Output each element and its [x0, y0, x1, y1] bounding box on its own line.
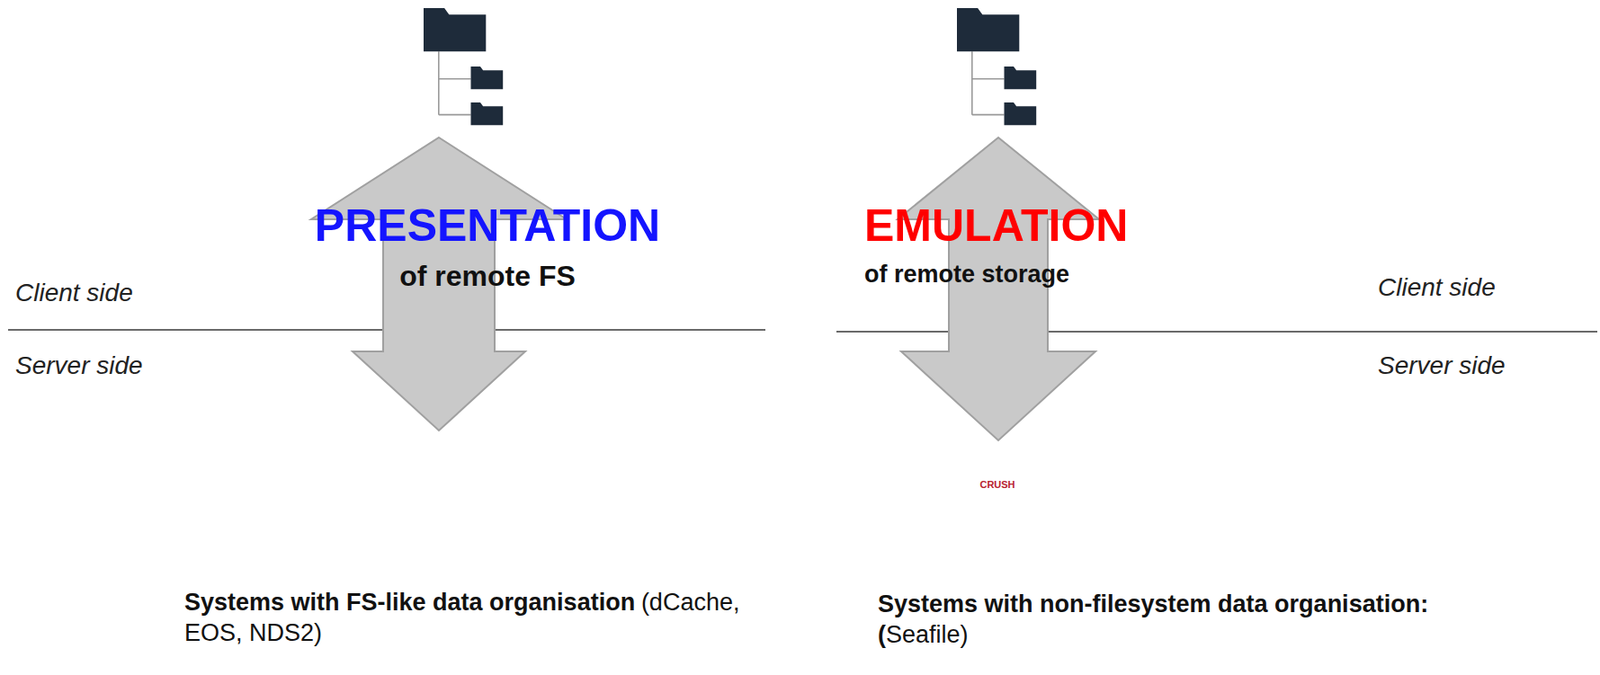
crush-label: CRUSH: [979, 480, 1015, 491]
folder-tree-icon: [389, 467, 454, 563]
system-caption: Systems with non-filesystem data organis…: [877, 589, 1508, 652]
mode-subtitle: of remote FS: [399, 261, 576, 291]
storage-cylinder: Systems with FS-like data organisation(d…: [184, 395, 778, 650]
cylinder-outline: [890, 406, 1105, 587]
side-label: Client side: [15, 280, 134, 306]
caption-heading: Systems with FS-like data organisation: [184, 589, 635, 617]
caption-examples: Seafile): [885, 621, 969, 649]
side-label: Server side: [15, 353, 144, 379]
mode-subtitle: of remote storage: [864, 262, 1070, 287]
cylinder-outline: [324, 395, 561, 596]
system-caption: Systems with FS-like data organisation(d…: [184, 588, 778, 650]
side-label: Server side: [1377, 353, 1506, 379]
double-arrow: [897, 137, 1100, 441]
mode-title: PRESENTATION: [314, 203, 661, 249]
side-label: Client side: [1377, 275, 1496, 301]
storage-cylinder: Systems with non-filesystem data organis…: [877, 406, 1508, 652]
folder-tree-icon: [956, 8, 1037, 126]
mode-title: EMULATION: [864, 203, 1128, 249]
folder-tree-icon: [423, 8, 503, 126]
